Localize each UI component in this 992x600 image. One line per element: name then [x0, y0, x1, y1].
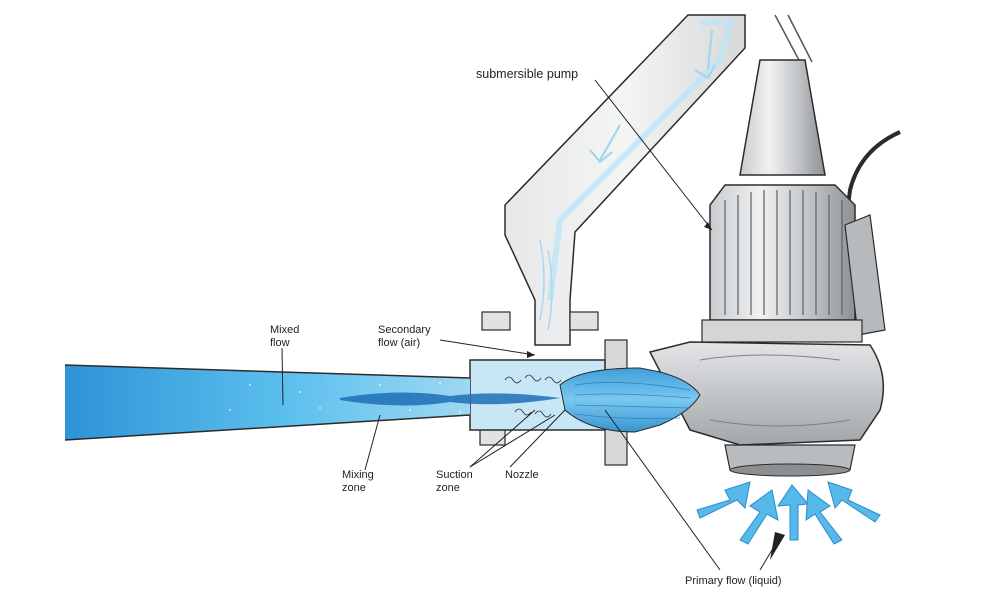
leader-lines [281, 79, 785, 571]
motor-cap [739, 59, 826, 176]
label-mixing-zone-1: Mixing [342, 469, 374, 481]
label-nozzle: Nozzle [505, 469, 539, 481]
intake-arrows [696, 481, 881, 545]
label-suction-zone-2: zone [436, 482, 460, 494]
pump-volute [648, 341, 885, 477]
mixed-flow-jet [64, 364, 560, 441]
air-intake-pipe [504, 14, 746, 346]
label-suction-zone-1: Suction [436, 469, 473, 481]
power-cable [843, 130, 901, 231]
lifting-rails [774, 14, 813, 63]
suction-zone-swirls [504, 374, 562, 418]
submersible-pump-motor [701, 184, 886, 343]
label-primary-flow: Primary flow (liquid) [685, 575, 782, 587]
label-mixing-zone-2: zone [342, 482, 366, 494]
label-secondary-flow-1: Secondary [378, 324, 431, 336]
label-secondary-flow-2: flow (air) [378, 337, 420, 349]
label-submersible-pump: submersible pump [476, 67, 578, 81]
label-mixed-flow-1: Mixed [270, 324, 299, 336]
label-mixed-flow-2: flow [270, 337, 290, 349]
